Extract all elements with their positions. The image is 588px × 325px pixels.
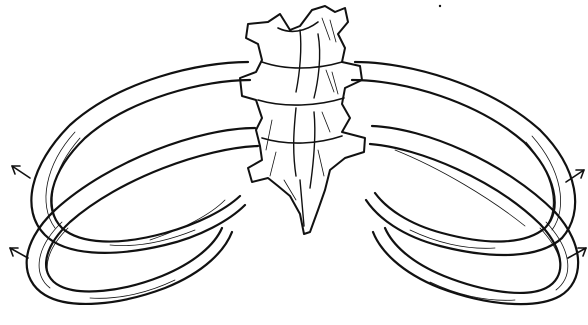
ink-speck: [439, 5, 441, 7]
